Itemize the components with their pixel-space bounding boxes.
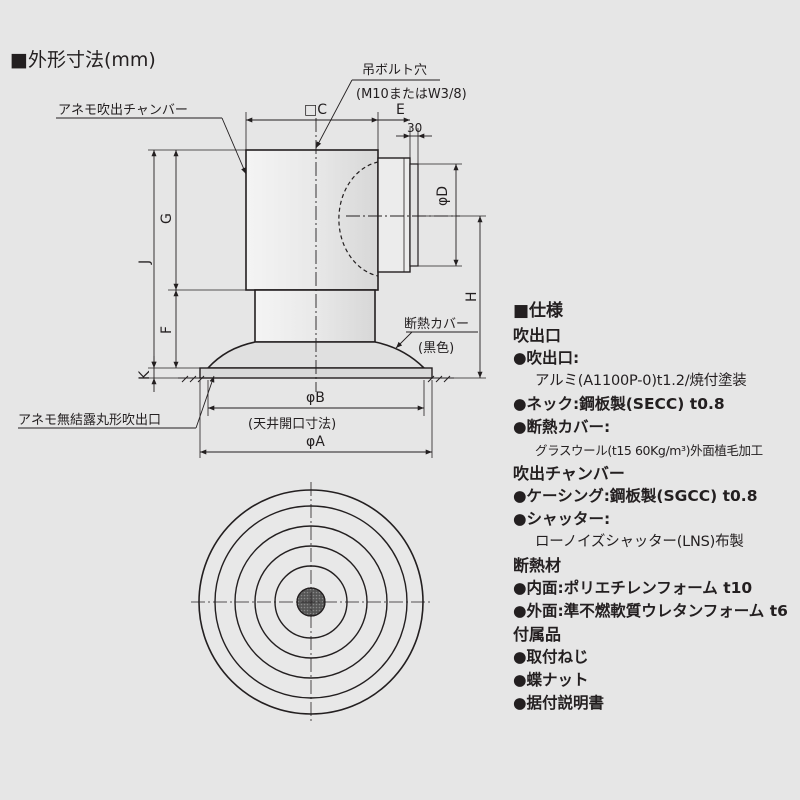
spec-shutter-value: ローノイズシャッター(LNS)布製 <box>535 534 744 550</box>
dim-c: □C <box>304 102 327 118</box>
spec-cover-label: ●断熱カバー: <box>513 418 611 436</box>
dim-h: H <box>464 291 480 302</box>
label-outlet: アネモ無結露丸形吹出口 <box>18 413 161 428</box>
spec-cover-value: グラスウール(t15 60Kg/m³)外面植毛加工 <box>535 443 763 458</box>
spec-outlet-label: ●吹出口: <box>513 349 580 367</box>
center-mesh-outline <box>296 587 326 617</box>
dim-phia: φA <box>306 434 325 450</box>
leader-outlet <box>195 375 215 429</box>
bottom-view <box>191 482 431 722</box>
label-ceiling: (天井開口寸法) <box>248 417 336 432</box>
side-view-labels: 吊ボルト穴 (M10またはW3/8) アネモ吹出チャンバー 断熱カバー (黒色)… <box>18 63 480 450</box>
side-spigot-collar <box>377 157 411 273</box>
label-chamber: アネモ吹出チャンバー <box>58 103 188 118</box>
spec-screws: ●取付ねじ <box>513 648 589 666</box>
group-insulation: 断熱材 <box>513 556 562 575</box>
dim-f: F <box>159 326 175 334</box>
dim-k: K <box>137 370 153 380</box>
spec-inner: ●内面:ポリエチレンフォーム t10 <box>513 579 753 597</box>
side-view <box>18 79 486 458</box>
spec-neck: ●ネック:鋼板製(SECC) t0.8 <box>513 395 725 413</box>
duct-dashed-outline <box>338 161 379 277</box>
dim-phid: φD <box>435 186 451 206</box>
dim-phib: φB <box>306 390 325 406</box>
specs-title: ■仕様 <box>513 301 564 321</box>
label-bolt-hole: 吊ボルト穴 <box>362 63 427 78</box>
dim-j: J <box>137 260 153 265</box>
spec-wing-nut: ●蝶ナット <box>513 671 589 689</box>
specifications: ■仕様 吹出口 ●吹出口: アルミ(A1100P-0)t1.2/焼付塗装 ●ネッ… <box>513 300 798 715</box>
group-chamber: 吹出チャンバー <box>513 464 625 483</box>
spec-outlet-value: アルミ(A1100P-0)t1.2/焼付塗装 <box>535 373 747 389</box>
chamber-body <box>245 149 379 291</box>
dim-30: 30 <box>407 121 422 135</box>
neck <box>254 289 376 343</box>
side-spigot-flange <box>409 163 419 267</box>
leader-cover <box>395 331 413 349</box>
group-outlet: 吹出口 <box>513 326 562 345</box>
section-title: ■外形寸法(mm) <box>10 49 156 71</box>
spec-manual: ●据付説明書 <box>513 694 605 712</box>
dim-e: E <box>396 102 405 118</box>
spec-shutter-label: ●シャッター: <box>513 510 611 528</box>
spec-casing: ●ケーシング:鋼板製(SGCC) t0.8 <box>513 487 758 505</box>
leader-bolt-hole <box>315 79 353 149</box>
spec-outer: ●外面:準不燃軟質ウレタンフォーム t6 <box>513 602 788 620</box>
dim-g: G <box>159 213 175 224</box>
group-accessories: 付属品 <box>513 625 562 644</box>
label-bolt-spec: (M10またはW3/8) <box>356 87 467 102</box>
label-cover-color: (黒色) <box>418 340 454 356</box>
leader-chamber <box>221 117 247 175</box>
label-cover: 断熱カバー <box>404 317 469 332</box>
